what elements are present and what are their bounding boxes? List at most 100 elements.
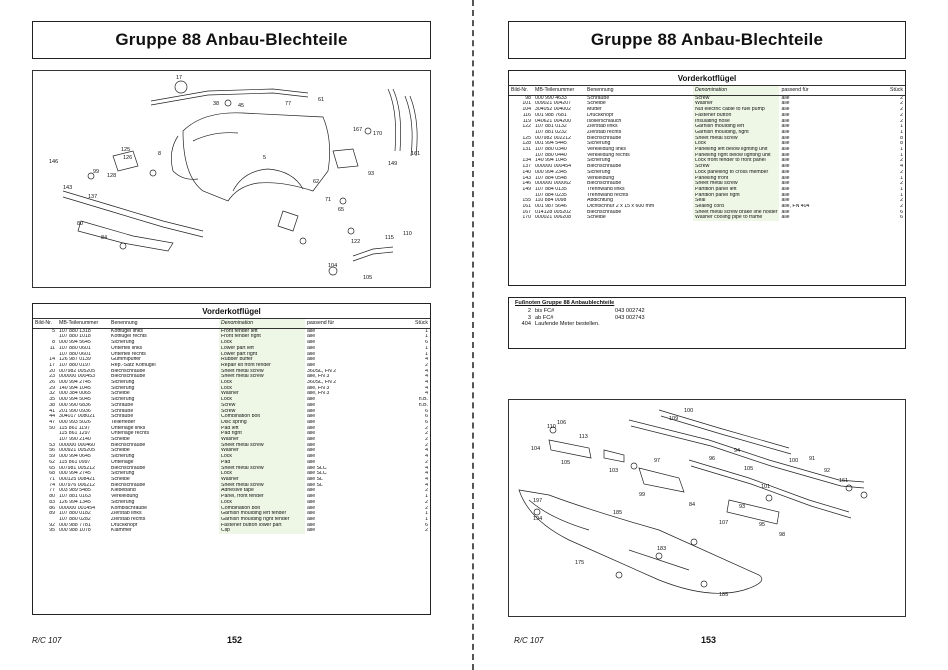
cell-passend: alle — [781, 192, 790, 198]
cell-qty: 2 — [900, 107, 903, 113]
svg-text:100: 100 — [789, 458, 798, 464]
cell-passend: alle — [307, 397, 316, 403]
col-passend: passend für — [779, 86, 870, 96]
cell-denomination: Lock — [219, 499, 305, 506]
cell-denomination: Panel, front fender — [219, 494, 305, 500]
cell-denomination: Adhesive tape — [219, 488, 305, 495]
col-bild: Bild-Nr. — [33, 319, 57, 329]
cell-passend: alle — [781, 181, 790, 187]
cell-teil: 000 993 5026 — [59, 419, 91, 425]
cell-bild: 140 — [522, 169, 531, 175]
cell-teil: 000 988 1078 — [59, 528, 91, 534]
cell-teil: 001 994 5445 — [535, 141, 567, 147]
cell-benennung: Scheibe — [111, 391, 130, 397]
cell-denomination: Sheet metal screw brake line holder — [693, 209, 780, 216]
svg-text:45: 45 — [238, 103, 244, 109]
cell-bild: 59 — [49, 454, 55, 460]
svg-text:197: 197 — [533, 498, 542, 504]
cell-bild: 68 — [49, 471, 55, 477]
cell-bild: 65 — [49, 465, 55, 471]
cell-benennung: Druckknopf — [587, 112, 614, 118]
cell-benennung: Unterlage — [111, 459, 134, 465]
cell-bild: 131 — [522, 147, 531, 153]
cell-bild: 77 — [49, 488, 55, 494]
footnotes-heading: Fußnoten Gruppe 88 Anbaublechteile — [515, 300, 615, 306]
cell-passend: 360SL, FN 2 — [307, 380, 337, 386]
cell-benennung: Isolierschlauch — [587, 118, 622, 124]
cell-passend: alle — [307, 494, 316, 500]
cell-qty: 4 — [425, 471, 428, 477]
cell-bild: 11 — [49, 345, 55, 351]
cell-qty: 4 — [425, 385, 428, 391]
cell-qty: 8 — [900, 141, 903, 147]
cell-qty: 4 — [425, 391, 428, 397]
cell-teil: 115 861 0997 — [59, 459, 91, 465]
cell-teil: 000000 000062 — [535, 181, 572, 187]
cell-denomination: Sheet metal screw — [693, 135, 780, 142]
col-bild: Bild-Nr. — [509, 86, 533, 96]
cell-denomination: Clip — [219, 528, 305, 535]
cell-bild: 170 — [522, 215, 531, 221]
cell-denomination: Panelling left below lighting unit — [693, 147, 780, 153]
svg-text:143: 143 — [63, 185, 72, 191]
cell-qty: 6 — [900, 209, 903, 215]
footnote-text: bis FC# — [535, 308, 555, 315]
svg-text:149: 149 — [388, 161, 397, 167]
cell-bild: 155 — [522, 198, 531, 204]
cell-bild: 29 — [49, 385, 55, 391]
cell-denomination: Combination bolt — [219, 414, 305, 420]
cell-passend: alle, FN 3 — [307, 385, 330, 391]
cell-bild: 47 — [49, 419, 55, 425]
svg-text:93: 93 — [739, 504, 745, 510]
cell-teil: 007982 002212 — [535, 135, 572, 141]
svg-text:115: 115 — [385, 235, 394, 241]
cell-passend: alle — [781, 209, 790, 215]
cell-denomination: Washer cooling pipe to frame — [693, 215, 780, 222]
cell-bild: 62 — [49, 459, 55, 465]
cell-benennung: Verkleidung rechts — [587, 152, 630, 158]
svg-text:80: 80 — [77, 221, 83, 227]
cell-bild: 41 — [49, 408, 55, 414]
col-denomination: Denomination — [219, 319, 305, 329]
cell-passend: alle — [307, 437, 316, 443]
cell-bild: 44 — [49, 414, 55, 420]
cell-qty: 2 — [425, 431, 428, 437]
cell-qty: 6 — [425, 340, 428, 346]
cell-bild: 95 — [49, 528, 55, 534]
cell-teil: 007982 005205 — [59, 368, 96, 374]
cell-teil: 000000 000454 — [535, 164, 572, 170]
svg-text:110: 110 — [403, 231, 412, 237]
cell-teil: 000125 008421 — [59, 476, 96, 482]
cell-passend: 360SL, FN 2 — [307, 368, 337, 374]
cell-qty: 4 — [425, 357, 428, 363]
cell-denomination: Lock — [219, 454, 305, 460]
cell-bild: 74 — [49, 482, 55, 488]
cell-benennung: Unterlage rechts — [111, 431, 150, 437]
cell-qty: 1 — [425, 351, 428, 357]
cell-qty: 1 — [425, 334, 428, 340]
cell-qty: 4 — [425, 368, 428, 374]
cell-denomination: Washer — [693, 101, 780, 108]
cell-benennung: Kombischraube — [111, 505, 148, 511]
cell-denomination: Lock — [219, 397, 305, 403]
cell-passend: alle — [781, 118, 790, 124]
cell-bild: 167 — [522, 209, 531, 215]
cell-passend: alle — [307, 431, 316, 437]
cell-denomination: Panelling front — [693, 175, 780, 182]
